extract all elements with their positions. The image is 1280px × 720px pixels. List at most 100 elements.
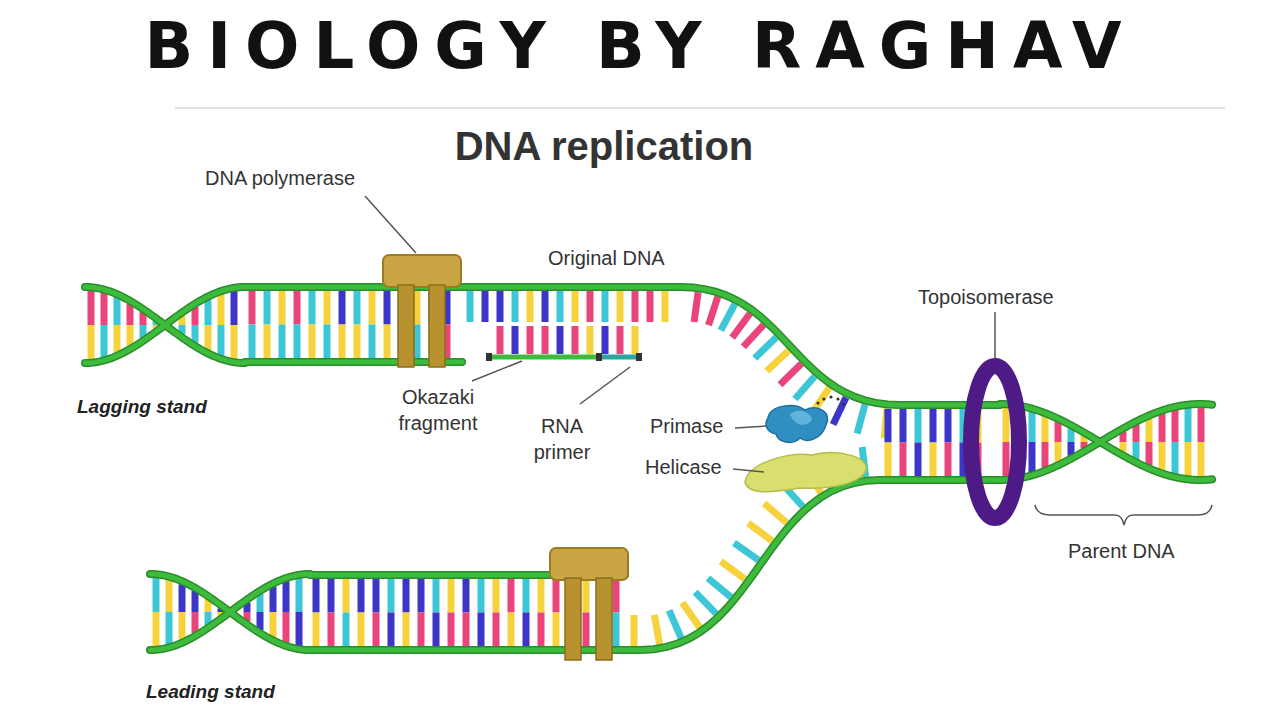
fragment-label: Okazaki fragment (388, 384, 488, 436)
base-pair (339, 291, 346, 325)
base-pair (388, 613, 395, 647)
base-pair (313, 613, 320, 647)
base-pair (343, 579, 350, 613)
base-pair (358, 579, 365, 613)
base-pair (324, 325, 331, 359)
base-pair (369, 325, 376, 359)
strand-outline (85, 287, 245, 363)
base-pair (294, 291, 301, 325)
base-pair (482, 291, 489, 322)
polymerase-cap (383, 255, 461, 287)
fragment-end (596, 353, 602, 361)
base-pair (617, 326, 624, 354)
base-pair (523, 613, 530, 647)
base-pair (632, 291, 639, 322)
base-pair (205, 325, 212, 350)
dna-strand (1000, 404, 1212, 480)
diagram-title: DNA replication (455, 122, 754, 170)
base-pair (231, 291, 238, 325)
base-pair (613, 613, 620, 647)
base-pair (602, 291, 609, 322)
base-pair (192, 612, 199, 633)
base-pair (433, 613, 440, 647)
base-pair (613, 579, 620, 613)
base-pair (833, 397, 846, 424)
base-pair (373, 579, 380, 613)
base-pair (654, 615, 659, 645)
strand-outline (150, 574, 310, 650)
base-pair (930, 409, 937, 443)
base-pair (708, 578, 731, 597)
base-pair (721, 304, 735, 330)
base-pair (339, 325, 346, 359)
base-pair (602, 326, 609, 354)
base-pair (572, 326, 579, 354)
fragment-end (636, 353, 642, 361)
dna-label: Parent DNA (1068, 539, 1175, 563)
fragment-ends (486, 353, 642, 361)
base-pair (1029, 442, 1036, 472)
base-pair (205, 300, 212, 325)
base-pair (1159, 442, 1166, 470)
leader-line (580, 367, 630, 404)
dna-strand (1000, 404, 1212, 480)
rna-primer (600, 355, 638, 360)
base-pair (403, 613, 410, 647)
base-pair (1042, 442, 1049, 468)
base-pair (463, 579, 470, 613)
base-pair (523, 579, 530, 613)
base-pair (695, 592, 716, 613)
base-pair (508, 613, 515, 647)
polymerase-pillar (398, 285, 414, 367)
base-pair (218, 325, 225, 356)
base-pair (270, 587, 277, 612)
dna-strand (85, 287, 245, 363)
base-pair (1198, 442, 1205, 477)
fragment-end (486, 353, 492, 361)
primase-shape (766, 406, 827, 443)
backbones (85, 287, 1212, 650)
base-pair (743, 325, 763, 347)
base-pair (780, 364, 801, 385)
base-pair (448, 613, 455, 647)
base-pair (313, 579, 320, 613)
base-pair (1055, 422, 1062, 442)
base-pair (553, 613, 560, 647)
base-pair (1198, 407, 1205, 442)
strand-name: Leading stand (146, 681, 275, 704)
base-pair (538, 579, 545, 613)
base-pair (384, 325, 391, 359)
base-pair (478, 613, 485, 647)
base-pair (166, 580, 173, 612)
base-pair (418, 613, 425, 647)
base-pair (153, 577, 160, 612)
base-pair (572, 291, 579, 322)
base-pair (179, 612, 186, 640)
dna-polymerase-bottom (550, 548, 628, 660)
polymerase-pillar (429, 285, 445, 367)
base-pair (915, 409, 922, 443)
base-pair (538, 613, 545, 647)
base-pair (542, 326, 549, 354)
base-pair (669, 610, 681, 638)
dna-strand (85, 287, 245, 363)
base-pair (249, 291, 256, 325)
base-pair (631, 615, 638, 646)
topoisomerase-ring (971, 366, 1019, 518)
polymerase-pillar (565, 578, 581, 660)
dna-strand (150, 574, 310, 650)
strand-outline (85, 287, 245, 363)
base-pair (1055, 442, 1062, 462)
primer-label: RNA primer (527, 413, 597, 465)
base-pair (647, 291, 654, 322)
primase-highlight (790, 411, 812, 425)
base-pair (354, 291, 361, 325)
base-pair (369, 291, 376, 325)
okazaki-fragment (490, 355, 598, 360)
base-pair (328, 579, 335, 613)
polymerase-cap (550, 548, 628, 580)
base-pair (270, 612, 277, 637)
base-pair (358, 613, 365, 647)
base-pair (324, 291, 331, 325)
